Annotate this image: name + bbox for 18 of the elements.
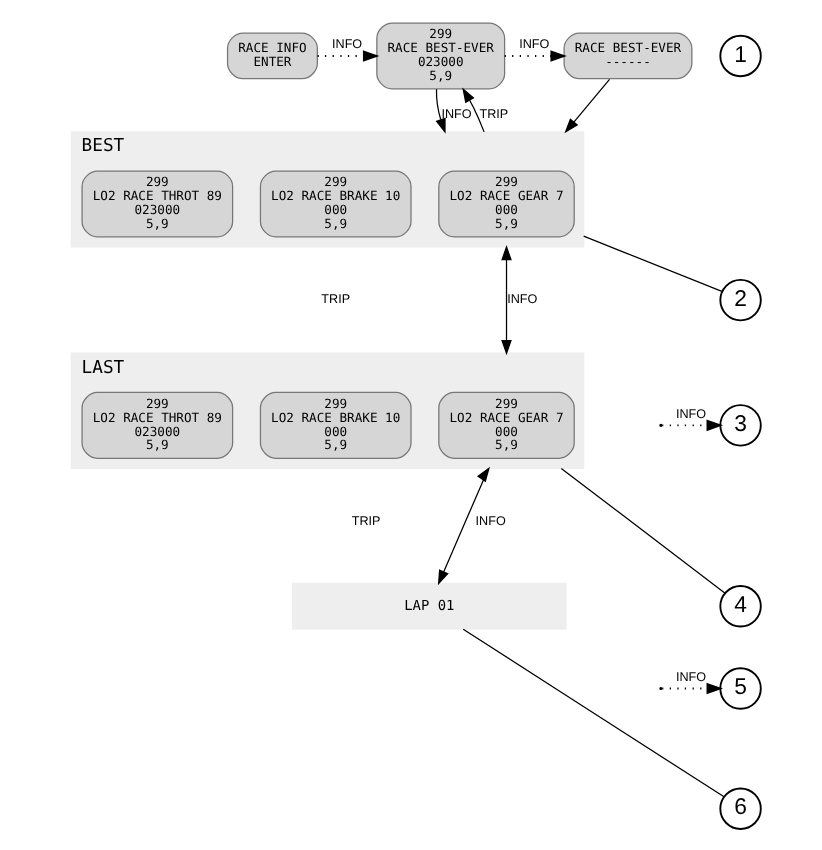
node-circle: 1: [719, 33, 762, 77]
node-circle: 5: [719, 666, 762, 709]
node-circle: 2: [719, 277, 762, 321]
arrow: [503, 49, 567, 61]
arrow: [564, 77, 611, 133]
connector: [583, 234, 723, 291]
arrow: [437, 465, 491, 585]
arrow: [462, 86, 485, 132]
connector: [560, 466, 726, 593]
arrow: [435, 87, 446, 133]
arrow: [501, 244, 512, 355]
arrow: [661, 681, 723, 694]
node-circle: 4: [719, 584, 762, 627]
node-circle: 3: [719, 403, 762, 446]
arrow: [316, 49, 380, 61]
connector: [462, 627, 725, 797]
arrow: [661, 418, 723, 431]
node-circle: 6: [719, 786, 762, 829]
